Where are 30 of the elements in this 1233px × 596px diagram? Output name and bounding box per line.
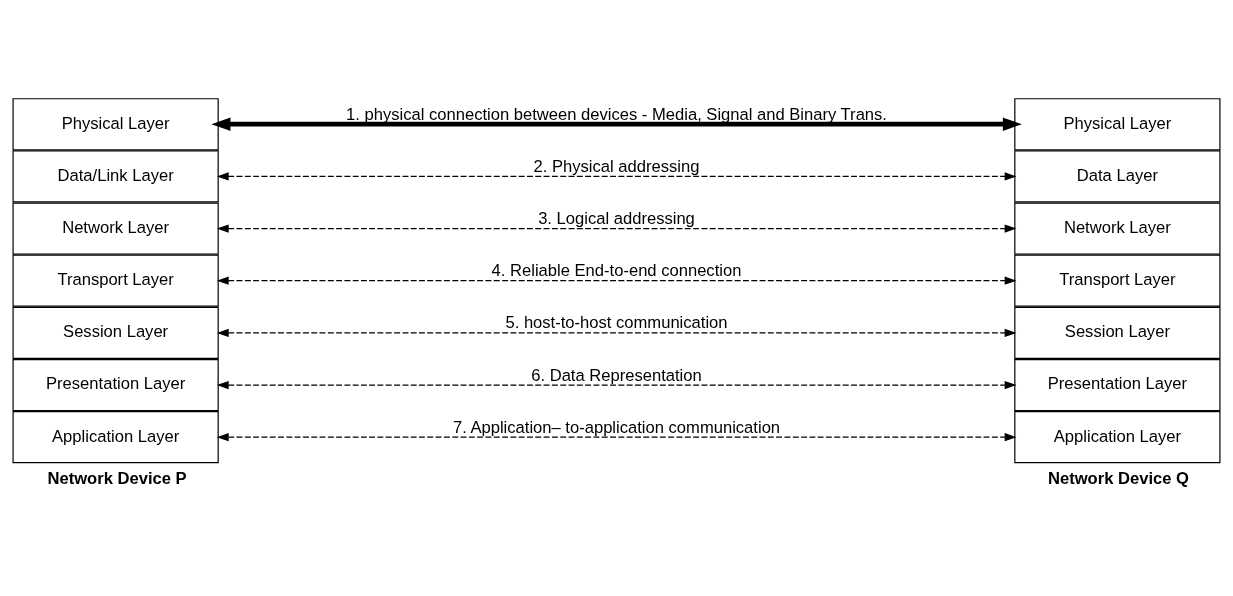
edge-label: 5. host-to-host communication <box>505 312 728 332</box>
node-box: Presentation Layer <box>12 358 219 411</box>
node-box: Network Layer <box>1014 201 1221 255</box>
node-box: Presentation Layer <box>1014 358 1221 411</box>
node-box: Application Layer <box>1014 410 1221 463</box>
node-box: Transport Layer <box>1014 254 1221 307</box>
edge-label: 4. Reliable End-to-end connection <box>491 260 742 280</box>
edge-label: 3. Logical addressing <box>538 208 695 228</box>
label: Network Device Q <box>1048 468 1190 488</box>
node-box: Physical Layer <box>1014 97 1221 150</box>
node-box: Application Layer <box>12 410 219 463</box>
arrow <box>211 117 1022 131</box>
arrow <box>216 328 1017 337</box>
node-box: Network Layer <box>12 201 219 255</box>
node-box: Physical Layer <box>12 97 219 150</box>
arrow <box>216 276 1017 285</box>
node-box: Transport Layer <box>12 254 219 307</box>
label: Network Device P <box>47 468 187 488</box>
arrow <box>216 380 1017 389</box>
edge-label: 6. Data Representation <box>531 365 702 385</box>
node-box: Data Layer <box>1014 149 1221 202</box>
edge-label: 2. Physical addressing <box>533 156 700 176</box>
arrow <box>216 171 1017 181</box>
node-box: Session Layer <box>12 306 219 359</box>
node-box: Session Layer <box>1014 306 1221 359</box>
edge-label: 7. Application– to-application communication <box>452 417 781 437</box>
arrow <box>216 223 1017 233</box>
arrow <box>216 432 1017 441</box>
node-box: Data/Link Layer <box>12 149 219 202</box>
edge-label: 1. physical connection between devices - Media, Signal and Binary Trans. <box>346 104 887 124</box>
